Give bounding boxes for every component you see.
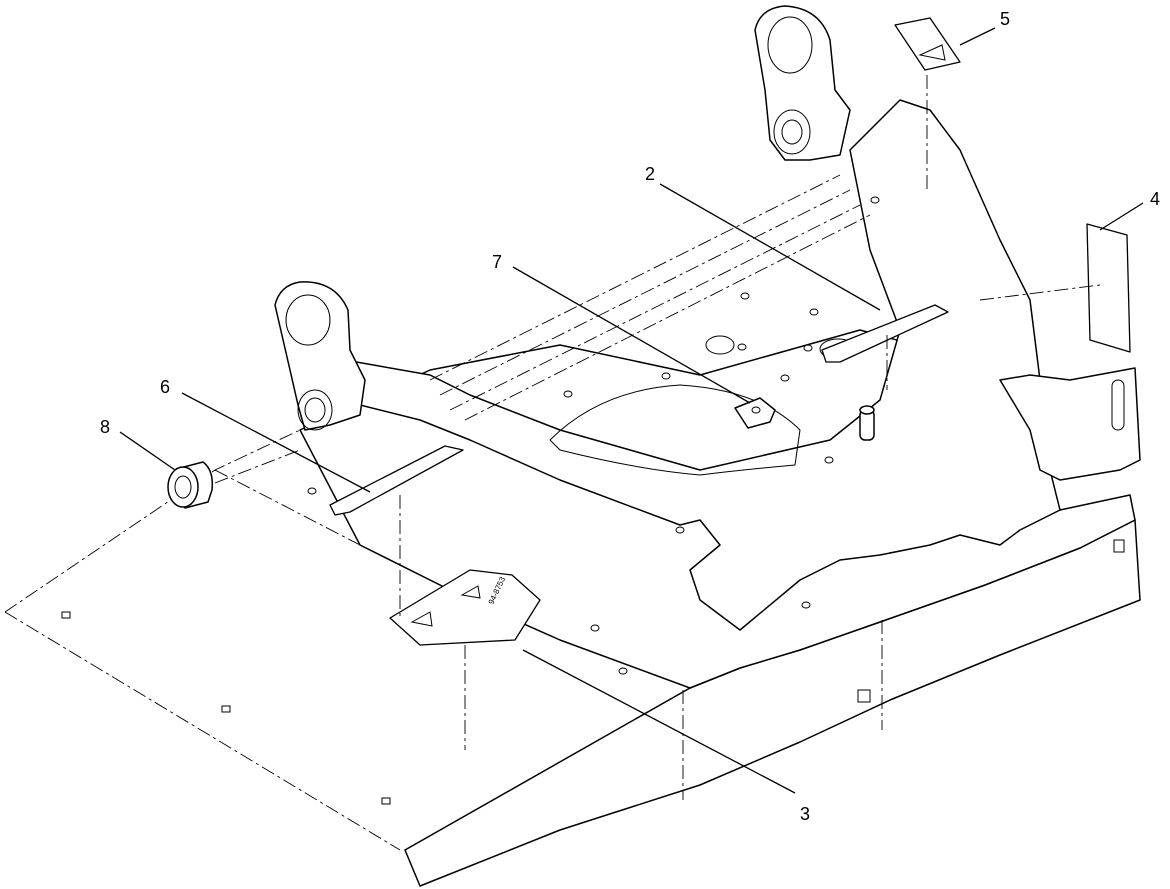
callout-4: 4	[1150, 189, 1161, 209]
clip-part	[734, 397, 776, 429]
square-slots	[61, 539, 1125, 805]
left-deck-plate	[4, 429, 401, 851]
side-decal	[1086, 223, 1131, 353]
pivot-pin	[859, 405, 875, 441]
bushing-part	[167, 461, 214, 509]
rear-rail	[429, 174, 871, 421]
right-hinge-bracket	[754, 5, 851, 161]
callout-3: 3	[800, 804, 811, 824]
right-side-arm	[999, 367, 1141, 481]
center-dome	[549, 384, 801, 476]
left-hinge-bracket	[274, 281, 366, 431]
right-side-arm-slot	[1111, 379, 1125, 431]
callout-7: 7	[492, 252, 503, 272]
bushing-centerline	[214, 449, 301, 484]
leader-lines	[119, 27, 1144, 794]
front-warning-decal	[389, 569, 541, 646]
callout-6: 6	[160, 377, 171, 397]
assembly-lines	[399, 75, 1101, 800]
left-decal-strip	[329, 445, 464, 516]
warning-decal-small	[894, 17, 961, 71]
callout-8: 8	[100, 417, 111, 437]
callout-2: 2	[645, 164, 656, 184]
right-decal-strip	[821, 304, 949, 363]
callout-5: 5	[1000, 9, 1011, 29]
